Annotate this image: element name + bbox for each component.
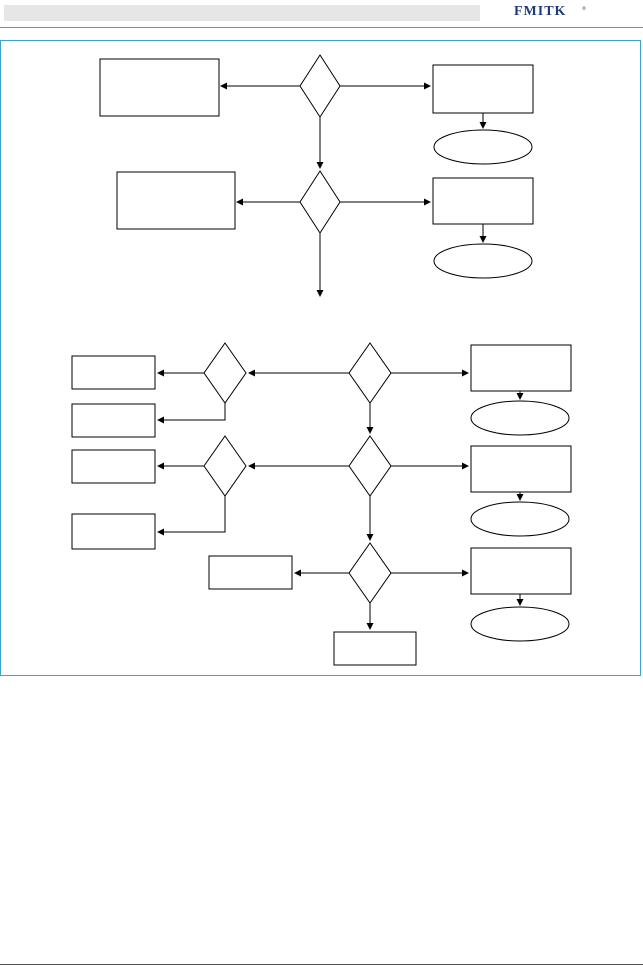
box-far-left-3	[71, 449, 156, 484]
box-top-left	[99, 58, 220, 117]
box-lower-right-2	[470, 445, 572, 493]
box-far-left-1	[71, 355, 156, 390]
decision-1	[299, 54, 341, 118]
terminator-4	[470, 501, 570, 537]
box-second-left	[116, 171, 236, 230]
box-bottom-center	[333, 631, 417, 666]
logo-mark: °	[582, 6, 586, 17]
decision-7	[348, 542, 392, 604]
terminator-3	[470, 400, 570, 436]
decision-4	[203, 342, 247, 404]
box-second-right	[432, 177, 534, 225]
decision-2	[299, 170, 341, 234]
header-bar	[4, 5, 480, 21]
header-rule	[0, 27, 643, 28]
decision-6	[203, 435, 247, 497]
footer-rule	[0, 964, 643, 965]
brand-logo: FMITK	[514, 4, 567, 19]
diagram-frame	[0, 40, 641, 676]
box-far-left-4	[71, 513, 156, 550]
box-bottom-left	[208, 555, 293, 590]
terminator-1	[433, 129, 533, 165]
box-top-right	[432, 64, 534, 114]
arrow-d6-down-left	[157, 496, 226, 536]
box-lower-right-1	[470, 344, 572, 392]
box-lower-right-3	[470, 547, 572, 595]
arrow-d4-down-left	[157, 403, 226, 424]
terminator-5	[470, 606, 570, 642]
terminator-2	[433, 243, 533, 279]
decision-5	[348, 435, 392, 497]
box-far-left-2	[71, 403, 156, 438]
decision-3	[348, 342, 392, 404]
